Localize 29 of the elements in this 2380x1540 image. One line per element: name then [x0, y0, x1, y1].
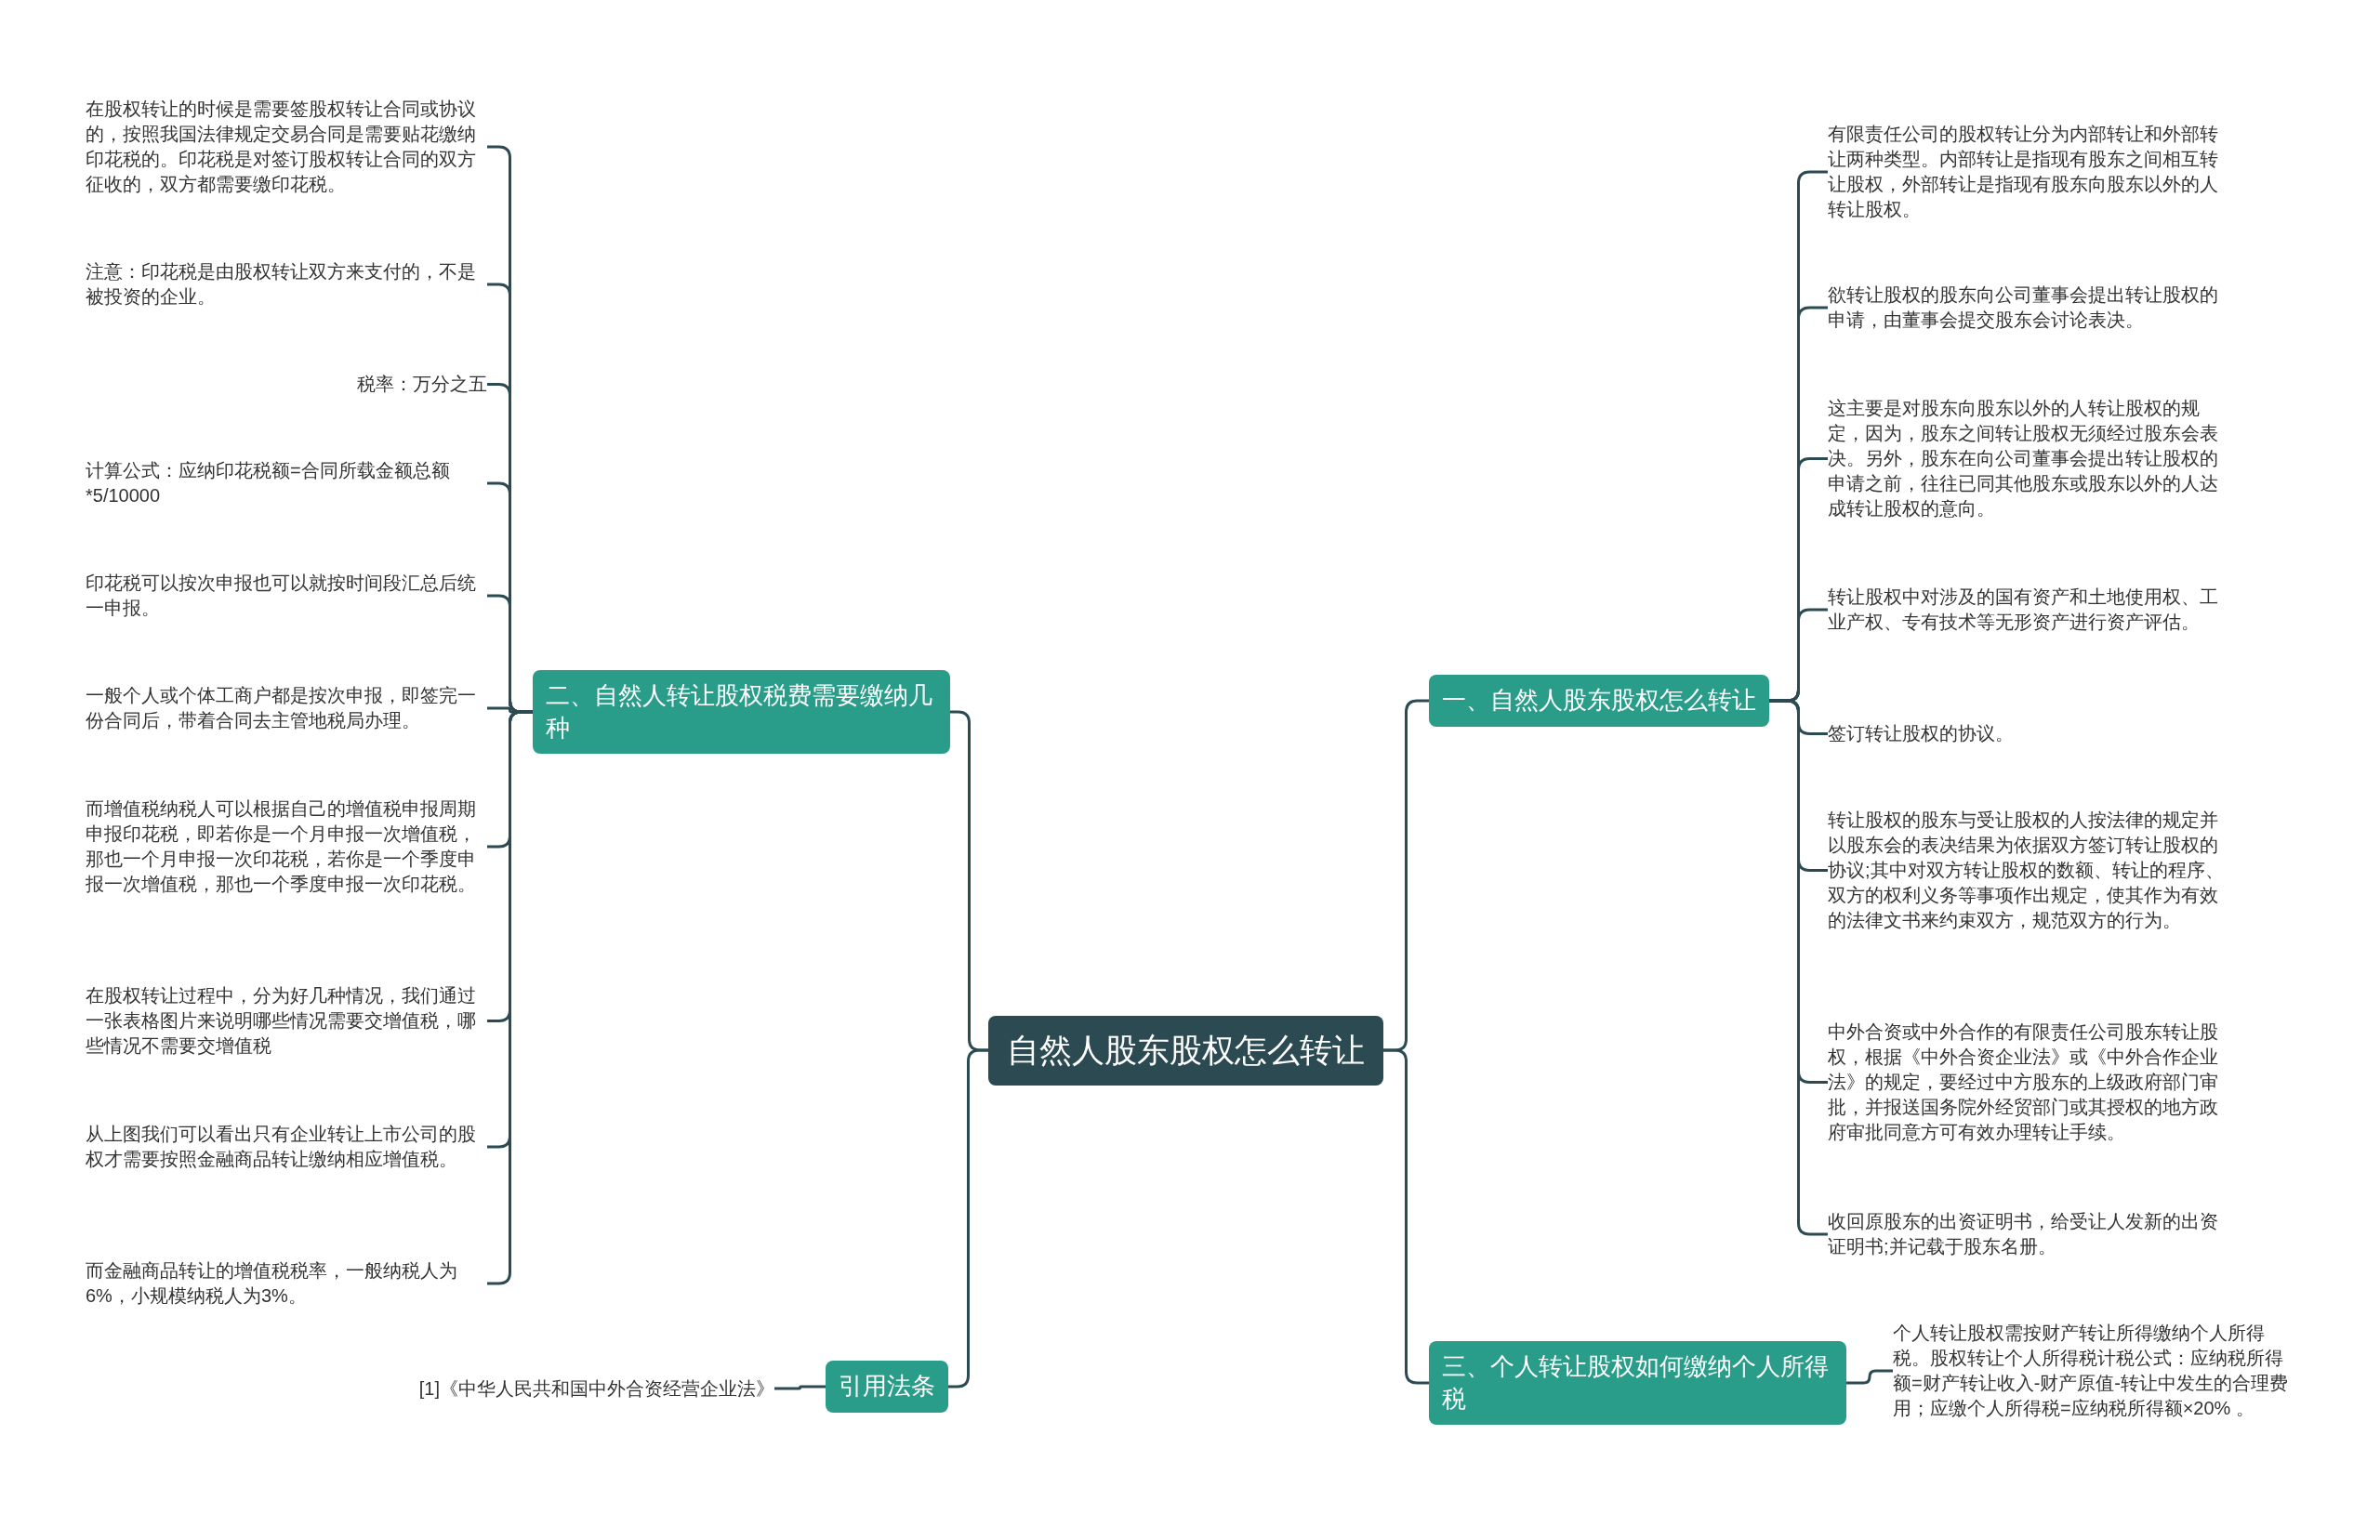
leaf-text: 而金融商品转让的增值税税率，一般纳税人为6%，小规模纳税人为3%。	[86, 1258, 487, 1309]
leaf-text: 印花税可以按次申报也可以就按时间段汇总后统一申报。	[86, 571, 487, 621]
leaf-text: 个人转让股权需按财产转让所得缴纳个人所得税。股权转让个人所得税计税公式：应纳税所得额=财产转让收入-财产原值-转让中发生的合理费用；应缴个人所得税=应纳税所得额×20% 。	[1893, 1321, 2293, 1421]
branch-topic-box: 三、个人转让股权如何缴纳个人所得税	[1429, 1340, 1846, 1426]
connector-line	[948, 1048, 988, 1389]
leaf-text: 转让股权中对涉及的国有资产和土地使用权、工业产权、专有技术等无形资产进行资产评估。	[1828, 585, 2228, 635]
leaf-text: 税率：万分之五	[357, 372, 487, 397]
leaf-text: 有限责任公司的股权转让分为内部转让和外部转让两种类型。内部转让是指现有股东之间相互转让股权，外部转让是指现有股东向股东以外的人转让股权。	[1828, 122, 2228, 222]
leaf-text: 从上图我们可以看出只有企业转让上市公司的股权才需要按照金融商品转让缴纳相应增值税。	[86, 1122, 487, 1172]
leaf-text: [1]《中华人民共和国中外合资经营企业法》	[418, 1375, 774, 1402]
branch-topic-box: 引用法条	[826, 1361, 948, 1413]
leaf-text: 而增值税纳税人可以根据自己的增值税申报周期申报印花税，即若你是一个月申报一次增值税，那也一个月申报一次印花税，若你是一个季度申报一次增值税，那也一个季度申报一次印花税。	[86, 796, 487, 897]
root-topic-box: 自然人股东股权怎么转让	[988, 1015, 1383, 1086]
leaf-text: 一般个人或个体工商户都是按次申报，即签完一份合同后，带着合同去主管地税局办理。	[86, 683, 487, 733]
connector-line	[1846, 1369, 1893, 1385]
connector-line	[774, 1385, 826, 1390]
leaf-text: 计算公式：应纳印花税额=合同所载金额总额*5/10000	[86, 458, 487, 508]
leaf-text: 在股权转让过程中，分为好几种情况，我们通过一张表格图片来说明哪些情况需要交增值税，哪些情况不需要交增值税	[86, 983, 487, 1059]
branch-topic-box: 一、自然人股东股权怎么转让	[1429, 675, 1769, 727]
branch-topic-box: 二、自然人转让股权税费需要缴纳几种	[533, 669, 950, 755]
leaf-text: 签订转让股权的协议。	[1828, 721, 2014, 746]
leaf-text: 收回原股东的出资证明书，给受让人发新的出资证明书;并记载于股东名册。	[1828, 1209, 2228, 1259]
leaf-text: 转让股权的股东与受让股权的人按法律的规定并以股东会的表决结果为依据双方签订转让股权的协议;其中对双方转让股权的数额、转让的程序、双方的权利义务等事项作出规定，使其作为有效的法律文书来约束双方，规范双方的行为。	[1828, 808, 2228, 933]
leaf-text: 欲转让股权的股东向公司董事会提出转让股权的申请，由董事会提交股东会讨论表决。	[1828, 283, 2228, 333]
leaf-text: 注意：印花税是由股权转让双方来支付的，不是被投资的企业。	[86, 259, 487, 309]
leaf-text: 中外合资或中外合作的有限责任公司股东转让股权，根据《中外合资企业法》或《中外合作企业法》的规定，要经过中方股东的上级政府部门审批，并报送国务院外经贸部门或其授权的地方政府审批同意方可有效办理转让手续。	[1828, 1020, 2228, 1145]
leaf-text: 这主要是对股东向股东以外的人转让股权的规定，因为，股东之间转让股权无须经过股东会表决。另外，股东在向公司董事会提出转让股权的申请之前，往往已同其他股东或股东以外的人达成转让股权的意向。	[1828, 396, 2228, 521]
leaf-text: 在股权转让的时候是需要签股权转让合同或协议的，按照我国法律规定交易合同是需要贴花缴纳印花税的。印花税是对签订股权转让合同的双方征收的，双方都需要缴印花税。	[86, 97, 487, 197]
connector-line	[1383, 1048, 1429, 1385]
